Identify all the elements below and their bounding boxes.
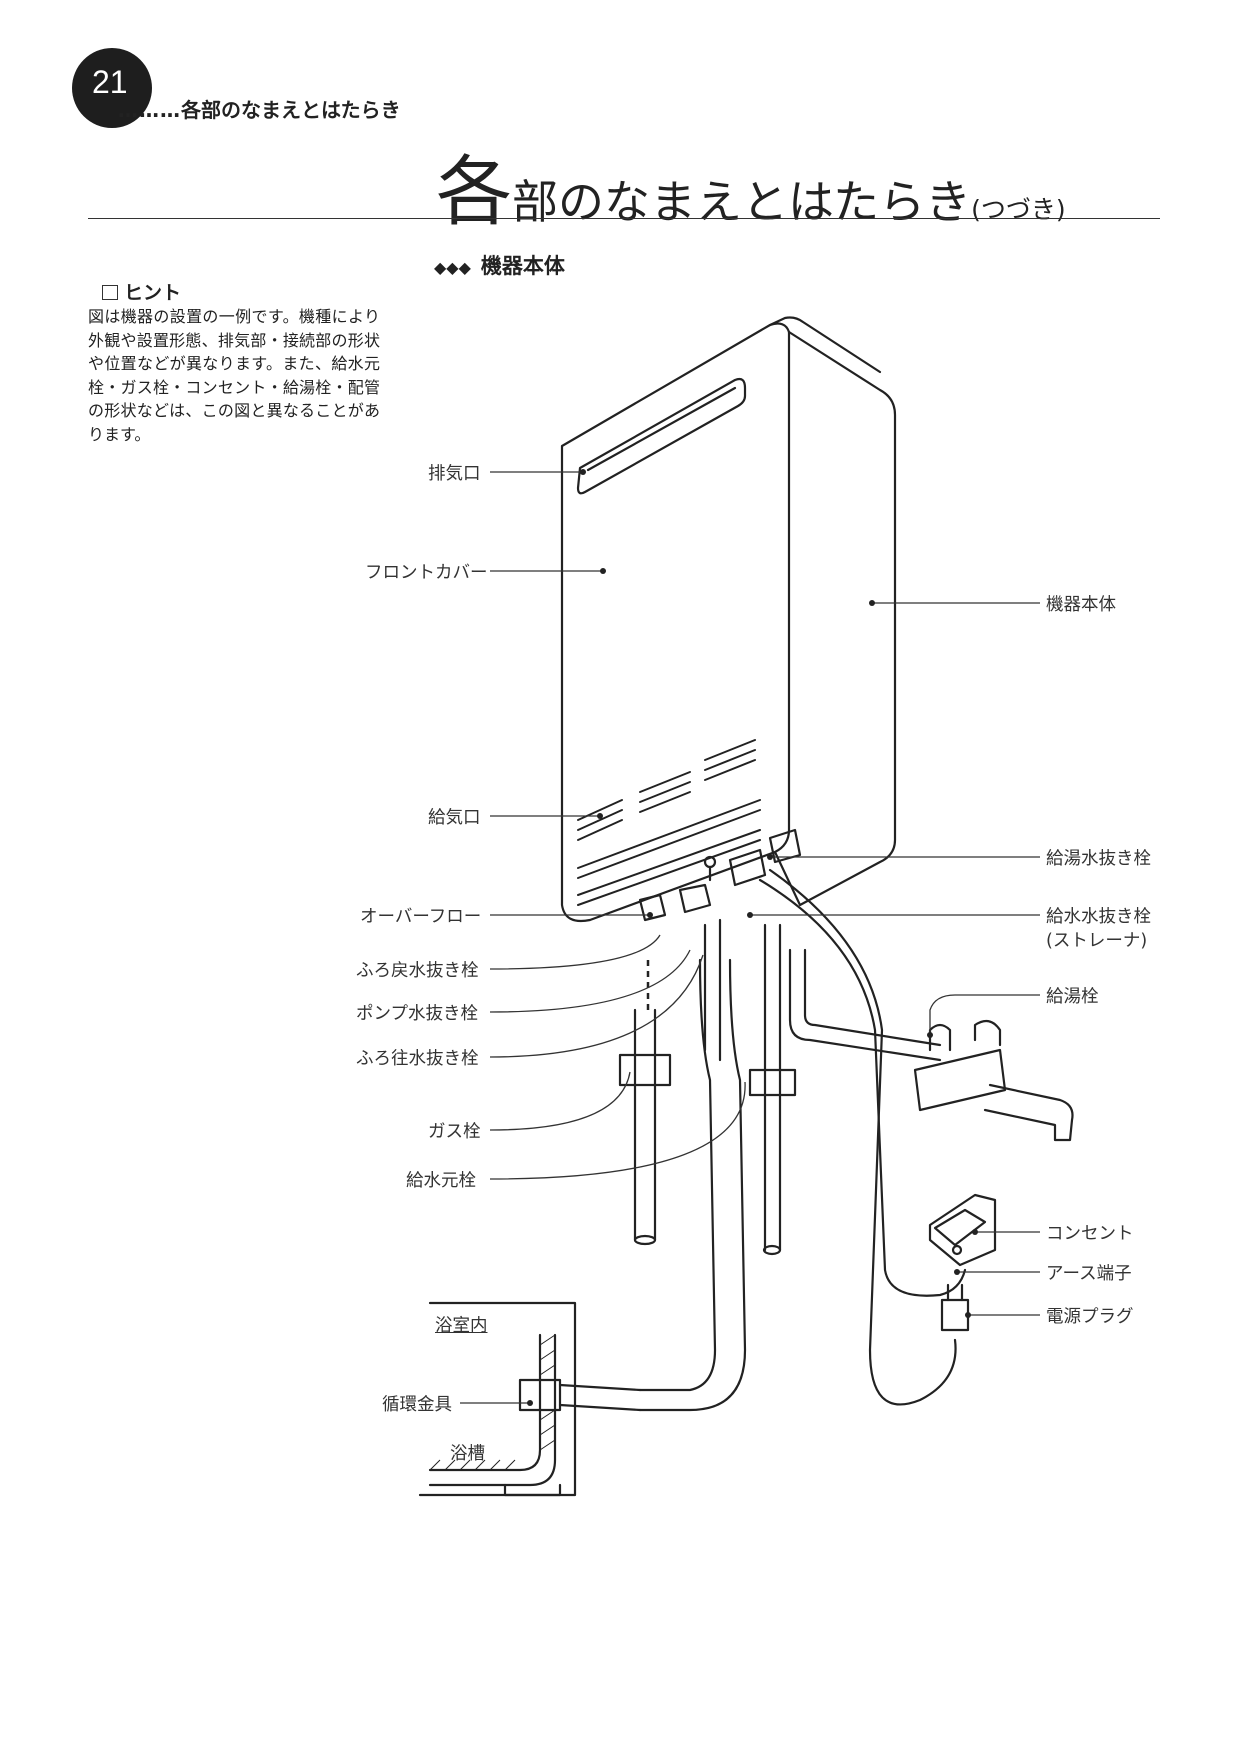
diamond-icon: ◆◆◆ <box>434 258 471 277</box>
title-first-char: 各 <box>436 147 512 236</box>
label-overflow: オーバーフロー <box>360 907 482 927</box>
label-gas-valve: ガス栓 <box>428 1122 481 1142</box>
exhaust-vent <box>576 377 747 495</box>
running-header: ………各部のなまえとはたらき <box>118 94 401 123</box>
label-outlet: コンセント <box>1046 1224 1134 1244</box>
label-faucet: 給湯栓 <box>1046 987 1099 1007</box>
checkbox-icon <box>102 285 118 300</box>
label-circulation-fitting: 循環金具 <box>382 1395 452 1415</box>
title-divider <box>88 218 1160 219</box>
label-bathtub: 浴槽 <box>450 1444 485 1464</box>
unit-front-face <box>560 322 791 923</box>
label-front-cover: フロントカバー <box>365 563 488 583</box>
label-bath-supply-drain: ふろ往水抜き栓 <box>356 1049 479 1069</box>
label-ground-terminal: アース端子 <box>1046 1264 1132 1284</box>
hint-text: 図は機器の設置の一例です。機種により外観や設置形態、排気部・接続部の形状や位置な… <box>88 307 380 444</box>
title-suffix: (つづき) <box>971 195 1066 224</box>
page-number-badge: 21 <box>72 48 152 128</box>
label-hot-water-drain: 給湯水抜き栓 <box>1046 849 1151 869</box>
label-strainer: (ストレーナ) <box>1046 931 1148 951</box>
label-bath-return-drain: ふろ戻水抜き栓 <box>356 961 479 981</box>
label-bathroom-interior: 浴室内 <box>435 1316 488 1336</box>
label-water-main-valve: 給水元栓 <box>406 1171 476 1191</box>
header-title: 各部のなまえとはたらき <box>181 98 401 122</box>
label-intake: 給気口 <box>428 808 481 828</box>
faucet-body <box>913 1048 1007 1112</box>
power-plug <box>940 1298 970 1332</box>
page-title: 各部のなまえとはたらき(つづき) <box>436 130 1066 240</box>
label-unit-body: 機器本体 <box>1046 595 1116 615</box>
power-outlet <box>928 1193 997 1267</box>
hint-heading: ヒント <box>102 278 181 305</box>
title-rest: 部のなまえとはたらき <box>512 175 972 229</box>
page-number: 21 <box>92 64 128 100</box>
label-power-plug: 電源プラグ <box>1046 1307 1134 1327</box>
unit-side-face <box>773 330 897 907</box>
label-exhaust: 排気口 <box>428 464 481 484</box>
section-title: 機器本体 <box>480 254 565 278</box>
label-water-supply-drain: 給水水抜き栓 <box>1046 907 1151 927</box>
label-pump-drain: ポンプ水抜き栓 <box>356 1004 478 1024</box>
header-dots: ……… <box>118 98 181 122</box>
section-heading: ◆◆◆ 機器本体 <box>434 250 565 280</box>
hint-title: ヒント <box>124 282 182 304</box>
